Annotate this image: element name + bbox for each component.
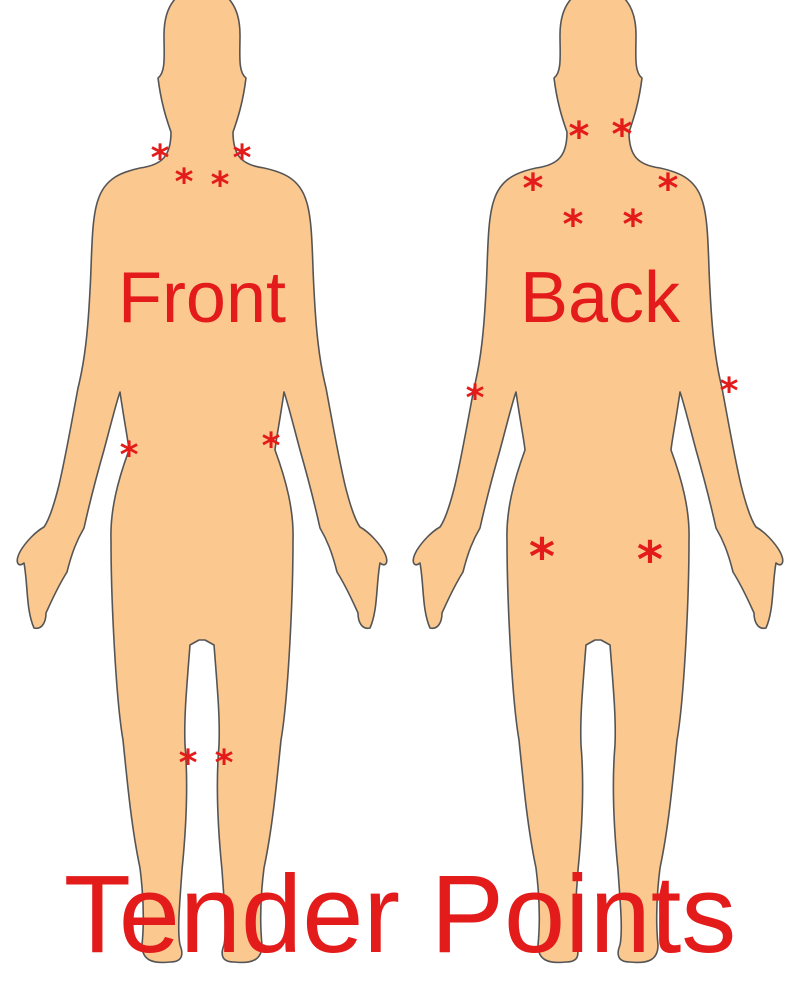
tender-point-marker: * [215, 743, 234, 784]
tender-point-marker: * [151, 138, 170, 179]
back-label: Back [520, 258, 681, 338]
tender-point-marker: * [211, 165, 230, 206]
tender-point-marker: * [523, 166, 544, 212]
tender-point-marker: * [233, 138, 252, 179]
tender-point-marker: * [569, 114, 590, 160]
tender-point-marker: * [637, 531, 663, 589]
tender-point-marker: * [262, 426, 281, 467]
tender-point-marker: * [466, 378, 485, 419]
front-figure: Front * * * * * * * * [17, 0, 386, 962]
diagram-title: Tender Points [64, 853, 737, 976]
tender-point-marker: * [179, 743, 198, 784]
back-body-silhouette [413, 0, 782, 962]
tender-point-marker: * [563, 202, 584, 248]
front-label: Front [118, 258, 286, 338]
tender-point-marker: * [658, 166, 679, 212]
tender-point-marker: * [612, 112, 633, 158]
back-figure: Back * * * * * * * * * * [413, 0, 782, 962]
tender-point-marker: * [623, 202, 644, 248]
tender-point-marker: * [529, 528, 555, 586]
front-body-silhouette [17, 0, 386, 962]
tender-point-marker: * [175, 162, 194, 203]
tender-point-marker: * [720, 371, 739, 412]
tender-point-marker: * [120, 435, 139, 476]
